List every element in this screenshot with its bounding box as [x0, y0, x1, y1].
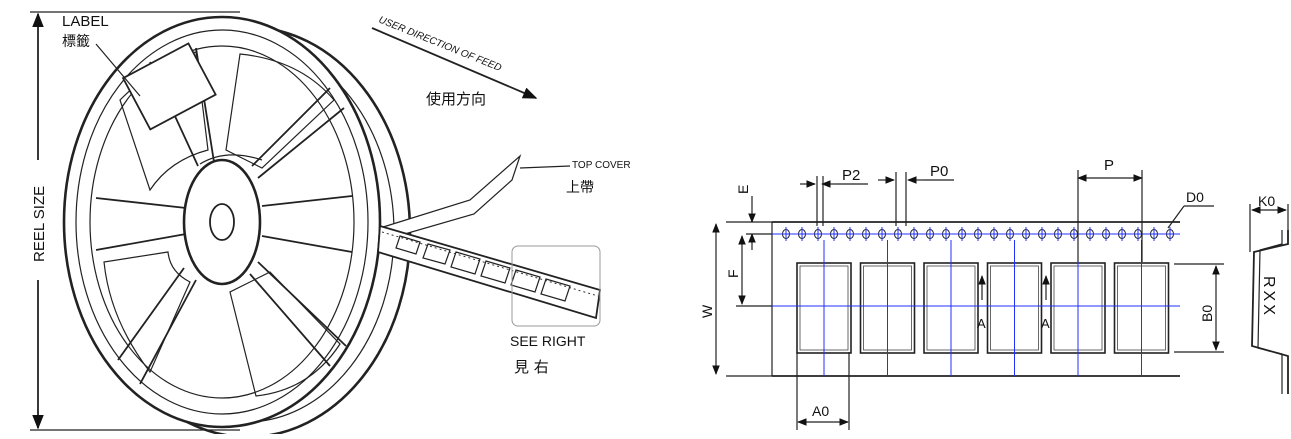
feed-direction-text-en: USER DIRECTION OF FEED	[377, 15, 503, 74]
a0-dimension-label: A0	[812, 403, 829, 419]
component-pocket	[796, 240, 852, 376]
reel-center-hole	[209, 203, 235, 241]
b0-dimension-label: B0	[1199, 305, 1215, 322]
w-dimension-label: W	[699, 304, 715, 318]
label-text-cn: 標籤	[62, 34, 90, 50]
part-marking-text: RXX	[1260, 276, 1277, 318]
reel-window-lower-left	[103, 251, 191, 374]
d0-leader-line	[1167, 205, 1185, 229]
p2-dimension-label: P2	[842, 167, 860, 184]
reel-size-label: REEL SIZE	[31, 186, 48, 262]
label-leader-line	[95, 43, 141, 97]
top-cover-text-cn: 上帶	[566, 180, 594, 196]
component-pockets	[796, 240, 1170, 376]
k0-side-section: K0 RXX	[1249, 193, 1289, 394]
section-a-label-left: A	[977, 316, 986, 331]
reel-illustration: REEL SIZE LABEL	[29, 11, 631, 439]
reel-hub	[182, 158, 262, 286]
component-pocket	[1113, 240, 1170, 376]
k0-dimension-label: K0	[1258, 193, 1275, 209]
e-dimension-label: E	[735, 185, 751, 194]
component-pocket	[1050, 240, 1106, 376]
d0-dimension-label: D0	[1186, 189, 1204, 205]
f-dimension-label: F	[725, 269, 741, 278]
reel-spokes	[95, 47, 353, 385]
feed-direction-text-cn: 使用方向	[426, 90, 486, 108]
p0-dimension-label: P0	[930, 163, 948, 180]
section-a-label-right: A	[1041, 316, 1050, 331]
see-right-callout-box	[511, 245, 601, 327]
carrier-tape	[377, 224, 602, 320]
reel-window-lower-right	[229, 271, 341, 397]
top-cover-leader-line	[519, 165, 571, 169]
see-right-text-cn: 見 右	[514, 358, 549, 376]
top-cover-text-en: TOP COVER	[572, 160, 631, 171]
see-right-text-en: SEE RIGHT	[510, 333, 586, 349]
feed-direction-arrow	[371, 27, 538, 99]
component-pocket	[859, 240, 916, 376]
label-text-en: LABEL	[62, 13, 109, 30]
component-pocket	[923, 240, 979, 376]
component-pocket	[986, 240, 1043, 376]
reel-label-area	[121, 42, 217, 131]
p-dimension-label: P	[1104, 157, 1114, 174]
tape-dimension-drawing: W E F P2 P0 P D0	[699, 157, 1289, 430]
reel-window-upper-right	[225, 53, 335, 169]
